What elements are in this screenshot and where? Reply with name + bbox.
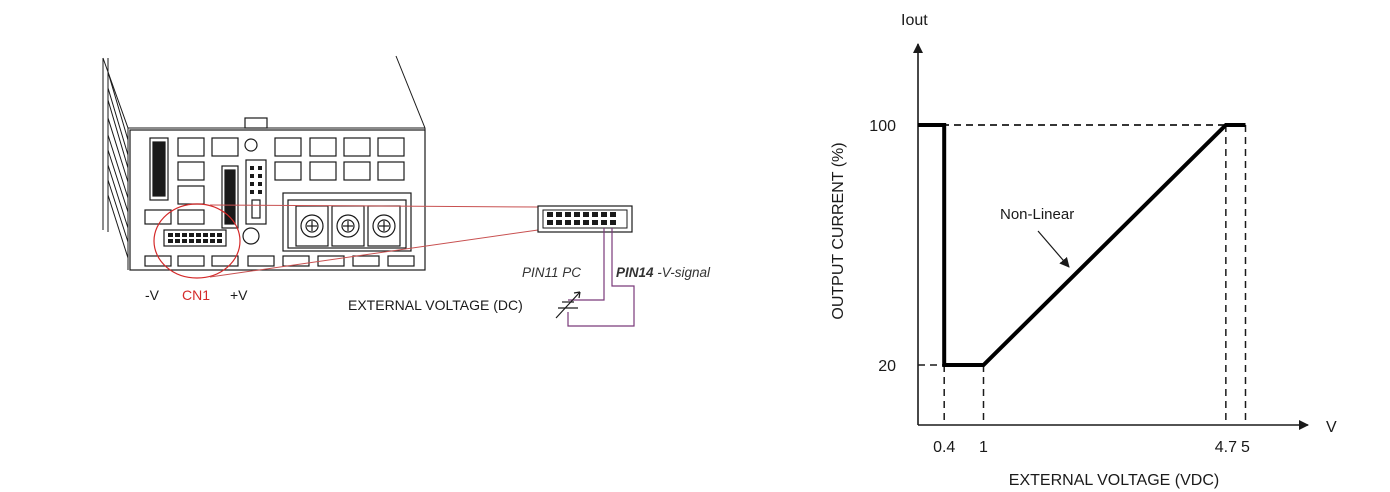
- external-wiring: [567, 228, 635, 327]
- led-indicator: [244, 138, 258, 152]
- variable-voltage-source-icon: [555, 291, 581, 319]
- zoom-line-top: [209, 204, 539, 208]
- side-switch: [149, 137, 169, 201]
- annotation-non-linear: Non-Linear: [1000, 206, 1074, 223]
- label-pin14-prefix: PIN14: [616, 265, 654, 280]
- adjust-pot: [242, 227, 260, 245]
- series-line-0: [918, 123, 1246, 367]
- top-tab: [244, 117, 268, 129]
- cn1-connector: [163, 229, 227, 247]
- label-cn1: CN1: [182, 287, 210, 303]
- label-pin14-suffix: -V-signal: [654, 265, 712, 280]
- x-axis-symbol: V: [1326, 419, 1337, 436]
- label-plus-v: +V: [230, 287, 248, 303]
- x-tick-label-3: 5: [1241, 439, 1250, 456]
- series-layer: [917, 123, 1246, 367]
- annotation-pointer: [1037, 230, 1070, 268]
- label-external-voltage: EXTERNAL VOLTAGE (DC): [348, 297, 523, 313]
- signal-connector: [245, 159, 267, 225]
- power-supply-illustration: [102, 55, 426, 271]
- vent-slots: [144, 137, 415, 267]
- x-tick-label-2: 4.7: [1215, 439, 1237, 456]
- enlarged-cn1-connector: [537, 205, 633, 233]
- y-tick-label-1: 20: [878, 358, 896, 375]
- cn1-highlight-circle: [153, 203, 241, 279]
- guide-lines: [918, 124, 1247, 425]
- terminal-block: [282, 192, 412, 252]
- y-axis-label: OUTPUT CURRENT (%): [830, 142, 847, 319]
- x-tick-label-0: 0.4: [933, 439, 955, 456]
- y-axis-symbol: Iout: [901, 12, 928, 29]
- y-tick-label-0: 100: [869, 118, 896, 135]
- label-pin11: PIN11 PC: [522, 265, 581, 280]
- label-minus-v: -V: [145, 287, 160, 303]
- label-pin14: PIN14 -V-signal: [616, 265, 711, 280]
- heatsink-fins: [102, 55, 426, 270]
- zoom-line-bottom: [209, 229, 539, 278]
- front-panel: [129, 129, 426, 271]
- x-axis-label: EXTERNAL VOLTAGE (VDC): [1009, 472, 1219, 489]
- x-tick-label-1: 1: [979, 439, 988, 456]
